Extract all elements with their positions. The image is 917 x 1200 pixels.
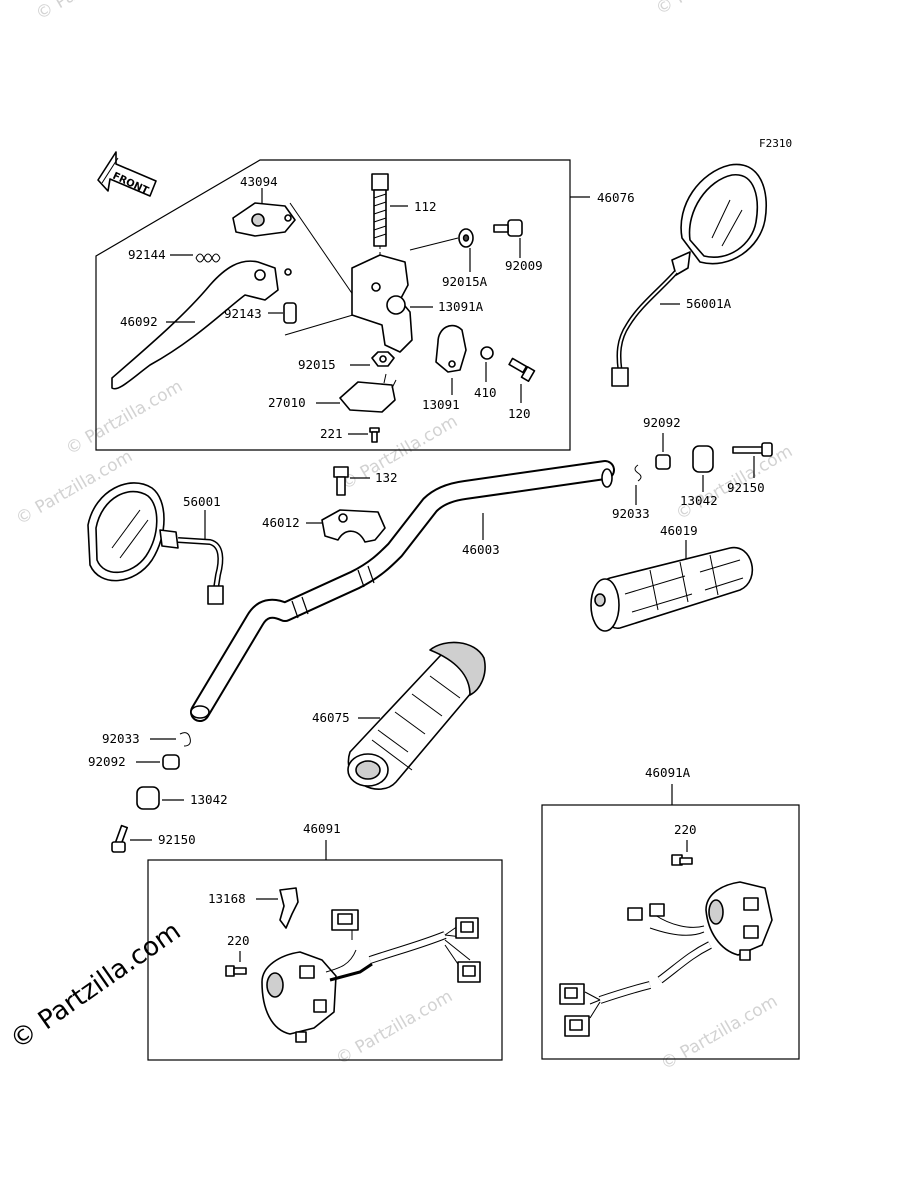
part-56001A-mirror-right xyxy=(611,163,767,387)
part-46019-grip-right xyxy=(590,546,754,632)
part-13091-clamp xyxy=(435,324,467,373)
callout-92150-top: 92150 xyxy=(727,480,765,495)
assembly-box-46076 xyxy=(95,159,571,451)
part-46092-lever xyxy=(111,260,292,390)
callout-46019: 46019 xyxy=(660,523,698,538)
part-13042-weight-left xyxy=(136,786,160,810)
callout-46092: 46092 xyxy=(120,314,158,329)
part-56001-mirror-left xyxy=(87,482,224,605)
watermark-text: © Partzilla.com xyxy=(658,991,782,1074)
front-arrow-icon: FRONT xyxy=(97,151,157,197)
callout-220-right: 220 xyxy=(674,822,697,837)
part-13168-bracket xyxy=(279,887,299,929)
part-220-screw-left xyxy=(225,965,247,977)
callout-46076: 46076 xyxy=(597,190,635,205)
callout-56001A: 56001A xyxy=(686,296,732,311)
callout-27010: 27010 xyxy=(268,395,306,410)
part-43094-plate xyxy=(232,188,296,237)
part-112-bolt xyxy=(371,173,389,258)
part-92092-cap-left xyxy=(162,754,180,770)
callout-92009: 92009 xyxy=(505,258,543,273)
part-92092-cap-top xyxy=(655,454,671,470)
callout-92143: 92143 xyxy=(224,306,262,321)
callout-132: 132 xyxy=(375,470,398,485)
callout-13042-top: 13042 xyxy=(680,493,718,508)
callout-92033-top: 92033 xyxy=(612,506,650,521)
callout-46003: 46003 xyxy=(462,542,500,557)
watermark-text: © Partzilla.com xyxy=(333,986,457,1069)
callout-56001: 56001 xyxy=(183,494,221,509)
part-46091A-switch-right xyxy=(559,881,773,1037)
part-27010-switch xyxy=(339,373,397,413)
part-46075-grip-left xyxy=(347,641,486,790)
watermark-main: © Partzilla.com xyxy=(5,916,187,1056)
callout-46091A: 46091A xyxy=(645,765,691,780)
callout-92015A: 92015A xyxy=(442,274,488,289)
part-92150-bolt-top xyxy=(732,442,773,457)
callout-46075: 46075 xyxy=(312,710,350,725)
callout-92150-left: 92150 xyxy=(158,832,196,847)
assembly-box-46091A xyxy=(541,804,800,1060)
part-13091A-holder xyxy=(351,254,413,353)
callout-92144: 92144 xyxy=(128,247,166,262)
callout-46012: 46012 xyxy=(262,515,300,530)
part-410-washer xyxy=(480,346,494,360)
callout-221: 221 xyxy=(320,426,343,441)
part-92009-screw xyxy=(493,219,523,237)
callout-13042-left: 13042 xyxy=(190,792,228,807)
callout-92092-top: 92092 xyxy=(643,415,681,430)
part-92143-bushing xyxy=(283,302,297,324)
part-92144-spring xyxy=(195,253,221,263)
watermark-text: © Partzilla.com xyxy=(338,411,462,494)
part-221-screw xyxy=(369,427,380,443)
part-92015A-washer xyxy=(458,228,474,248)
callout-46091: 46091 xyxy=(303,821,341,836)
part-120-screw xyxy=(508,357,536,382)
callout-13091: 13091 xyxy=(422,397,460,412)
callout-13168: 13168 xyxy=(208,891,246,906)
callout-120: 120 xyxy=(508,406,531,421)
assembly-box-46091 xyxy=(147,859,503,1061)
part-92150-bolt-left xyxy=(111,824,129,853)
callout-92015: 92015 xyxy=(298,357,336,372)
callout-92033-left: 92033 xyxy=(102,731,140,746)
figure-code: F2310 xyxy=(759,137,792,150)
callout-43094: 43094 xyxy=(240,174,278,189)
part-92033-clip-left xyxy=(179,732,191,747)
part-92033-clip-top xyxy=(634,464,642,482)
part-220-screw-right xyxy=(671,854,693,866)
part-132-bolt xyxy=(333,466,349,496)
watermark-text: © Partzilla.com xyxy=(33,0,157,24)
callout-13091A: 13091A xyxy=(438,299,484,314)
callout-220-left: 220 xyxy=(227,933,250,948)
part-13042-weight-top xyxy=(692,445,714,473)
callout-92092-left: 92092 xyxy=(88,754,126,769)
callout-410: 410 xyxy=(474,385,497,400)
callout-112: 112 xyxy=(414,199,437,214)
part-46012-clamp xyxy=(321,509,386,543)
watermark-text: © Partzilla.com xyxy=(653,0,777,19)
part-46091-switch-left xyxy=(261,909,481,1043)
part-46003-handlebar xyxy=(190,460,615,722)
